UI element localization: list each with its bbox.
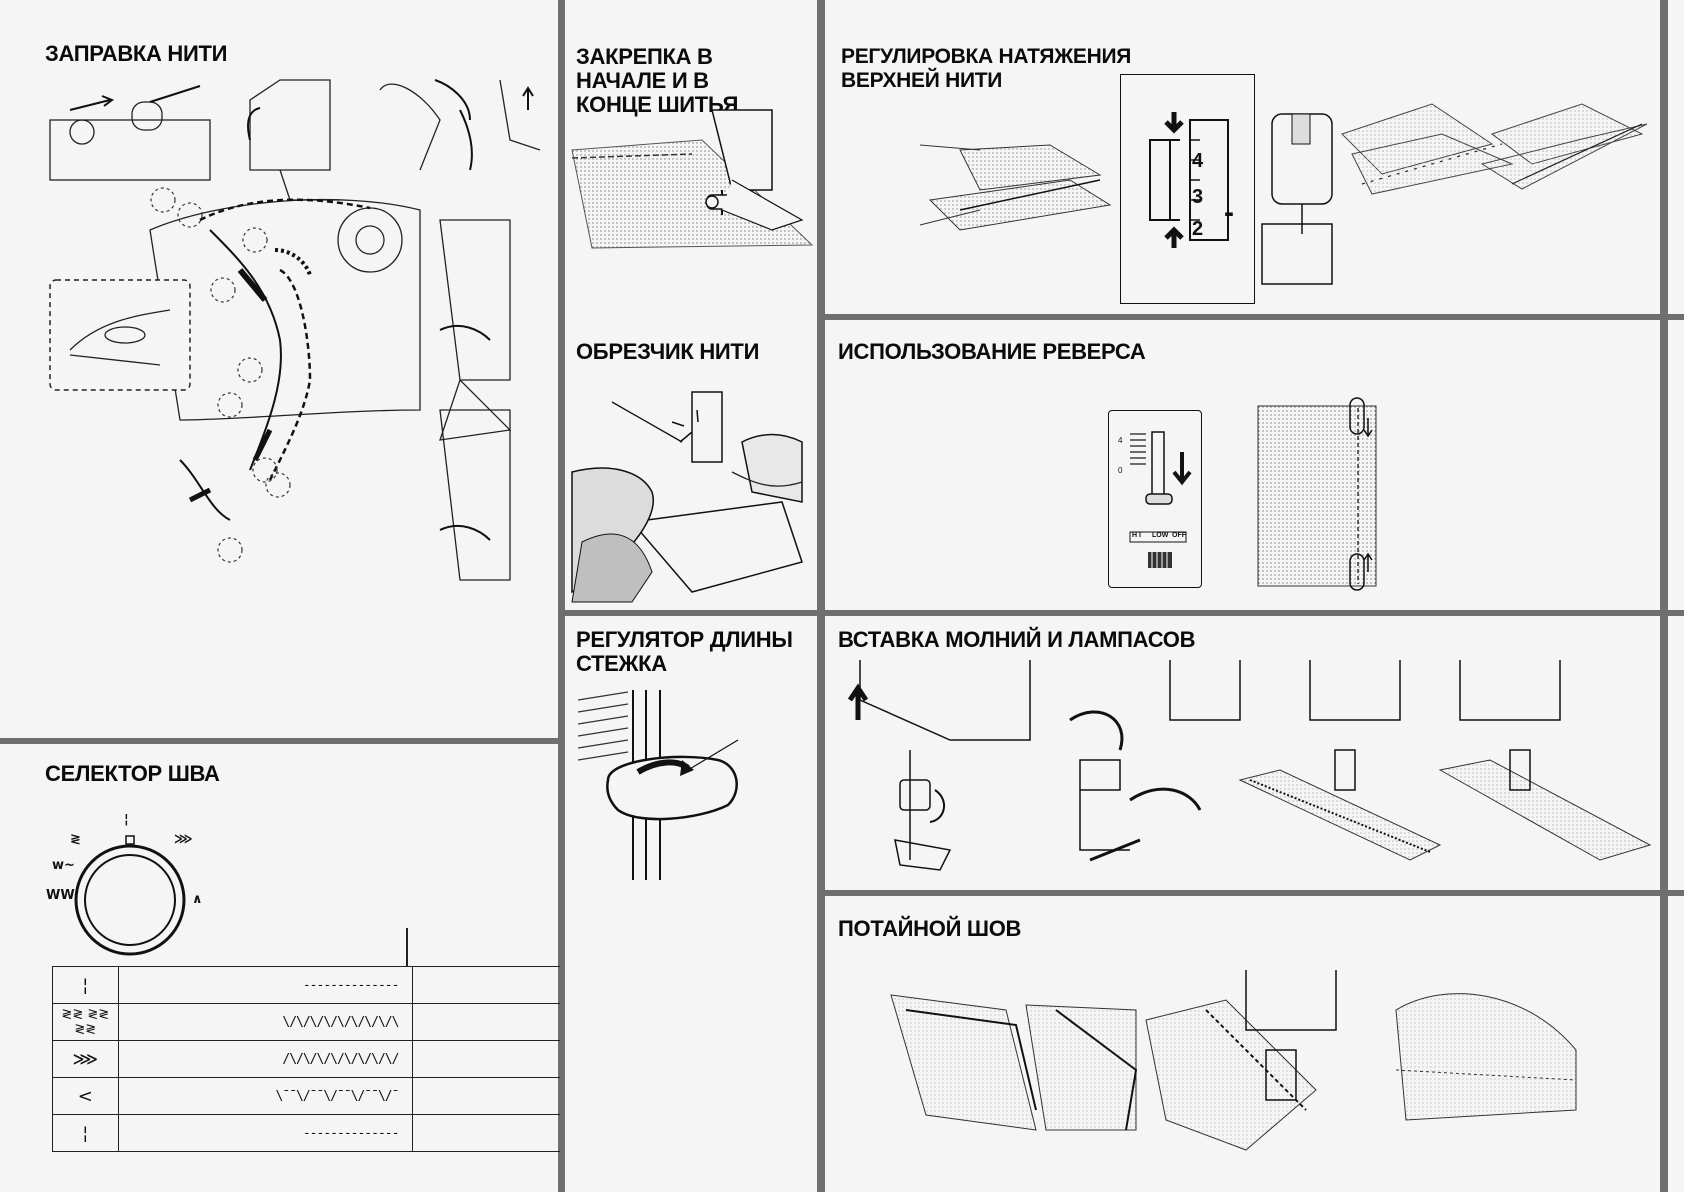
stitch-symbol: ¦ xyxy=(52,1114,119,1152)
stitch-pattern: \/\/\/\/\/\/\/\/\ xyxy=(117,1003,414,1041)
dial-symbol-5: ⋙ xyxy=(174,832,193,847)
blind-stitch-title: ПОТАЙНОЙ ШОВ xyxy=(838,916,1022,941)
cutter-title: ОБРЕЗЧИК НИТИ xyxy=(576,339,760,364)
tension-scale-value-2: 2 xyxy=(1192,218,1204,240)
tension-machine-illustration xyxy=(1261,103,1648,285)
reverse-mode-low: LOW xyxy=(1152,532,1169,539)
tension-dial-illustration xyxy=(1149,112,1229,248)
divider-right-horizontal-3 xyxy=(825,890,1684,896)
divider-vertical-3 xyxy=(1660,0,1668,1192)
dial-symbol-3: ≷ xyxy=(70,832,81,847)
blind-stitch-illustration xyxy=(890,970,1577,1151)
selector-table-column-line xyxy=(406,928,408,966)
divider-middle-horizontal xyxy=(565,610,817,616)
stitch-pattern: /\/\/\/\/\/\/\/\/ xyxy=(117,1040,414,1078)
tension-scale-value-4: 4 xyxy=(1192,150,1204,172)
stitch-length-knob-illustration xyxy=(577,690,739,880)
dial-symbol-1: WW xyxy=(46,888,75,903)
stitch-pattern: \¯¯\/¯¯\/¯¯\/¯¯\/¯ xyxy=(117,1077,414,1115)
reverse-lever-label-0: 0 xyxy=(1118,466,1123,475)
tension-minus-sign: - xyxy=(1224,196,1234,229)
reverse-title: ИСПОЛЬЗОВАНИЕ РЕВЕРСА xyxy=(838,339,1146,364)
table-row: ⋙ /\/\/\/\/\/\/\/\/ xyxy=(52,1040,560,1078)
backtack-title: ЗАКРЕПКА В НАЧАЛЕ И В КОНЦЕ ШИТЬЯ xyxy=(576,44,739,117)
divider-vertical-1 xyxy=(558,0,565,1192)
divider-right-horizontal-1 xyxy=(825,314,1684,320)
dial-symbol-2: w~ xyxy=(52,858,75,873)
stitch-selector-dial xyxy=(74,835,186,956)
stitch-symbol: < xyxy=(52,1077,119,1115)
stitch-selector-table: ¦ -------------- ≷≷ ≷≷ ≷≷ \/\/\/\/\/\/\/… xyxy=(52,966,560,1152)
reverse-fabric-illustration xyxy=(1257,397,1377,591)
zipper-foot-illustration xyxy=(847,660,1652,871)
reverse-lever-label-4: 4 xyxy=(1118,436,1123,445)
selector-title: СЕЛЕКТОР ШВА xyxy=(45,761,220,786)
tension-scale-frame xyxy=(1120,74,1255,304)
table-row: ¦ -------------- xyxy=(52,966,560,1004)
threading-title: ЗАПРАВКА НИТИ xyxy=(45,41,228,66)
table-row: ¦ -------------- xyxy=(52,1114,560,1152)
stitch-pattern: -------------- xyxy=(117,1114,414,1152)
table-row: ≷≷ ≷≷ ≷≷ \/\/\/\/\/\/\/\/\ xyxy=(52,1003,560,1041)
threading-illustration xyxy=(49,79,541,581)
tension-fabric-illustration xyxy=(919,144,1112,231)
backtack-illustration xyxy=(571,109,814,249)
stitch-symbol: ≷≷ ≷≷ ≷≷ xyxy=(52,1003,119,1041)
divider-vertical-2 xyxy=(817,0,825,1192)
reverse-mode-off: OFF xyxy=(1172,532,1186,539)
reverse-mode-hi: H I xyxy=(1132,532,1141,539)
tension-title: РЕГУЛИРОВКА НАТЯЖЕНИЯ ВЕРХНЕЙ НИТИ xyxy=(841,45,1132,92)
thread-cutter-illustration xyxy=(571,391,803,603)
dial-symbol-4: ¦ xyxy=(124,812,129,827)
dial-symbol-6: ∧ xyxy=(192,892,203,907)
zipper-title: ВСТАВКА МОЛНИЙ И ЛАМПАСОВ xyxy=(838,627,1196,652)
stitch-length-title: РЕГУЛЯТОР ДЛИНЫ СТЕЖКА xyxy=(576,627,793,676)
table-row: < \¯¯\/¯¯\/¯¯\/¯¯\/¯ xyxy=(52,1077,560,1115)
divider-right-horizontal-2 xyxy=(825,610,1684,616)
stitch-pattern: -------------- xyxy=(117,966,414,1004)
tension-scale-value-3: 3 xyxy=(1192,186,1204,208)
divider-left-horizontal xyxy=(0,738,558,744)
stitch-symbol: ¦ xyxy=(52,966,119,1004)
stitch-symbol: ⋙ xyxy=(52,1040,119,1078)
reverse-lever-illustration xyxy=(1129,431,1192,568)
